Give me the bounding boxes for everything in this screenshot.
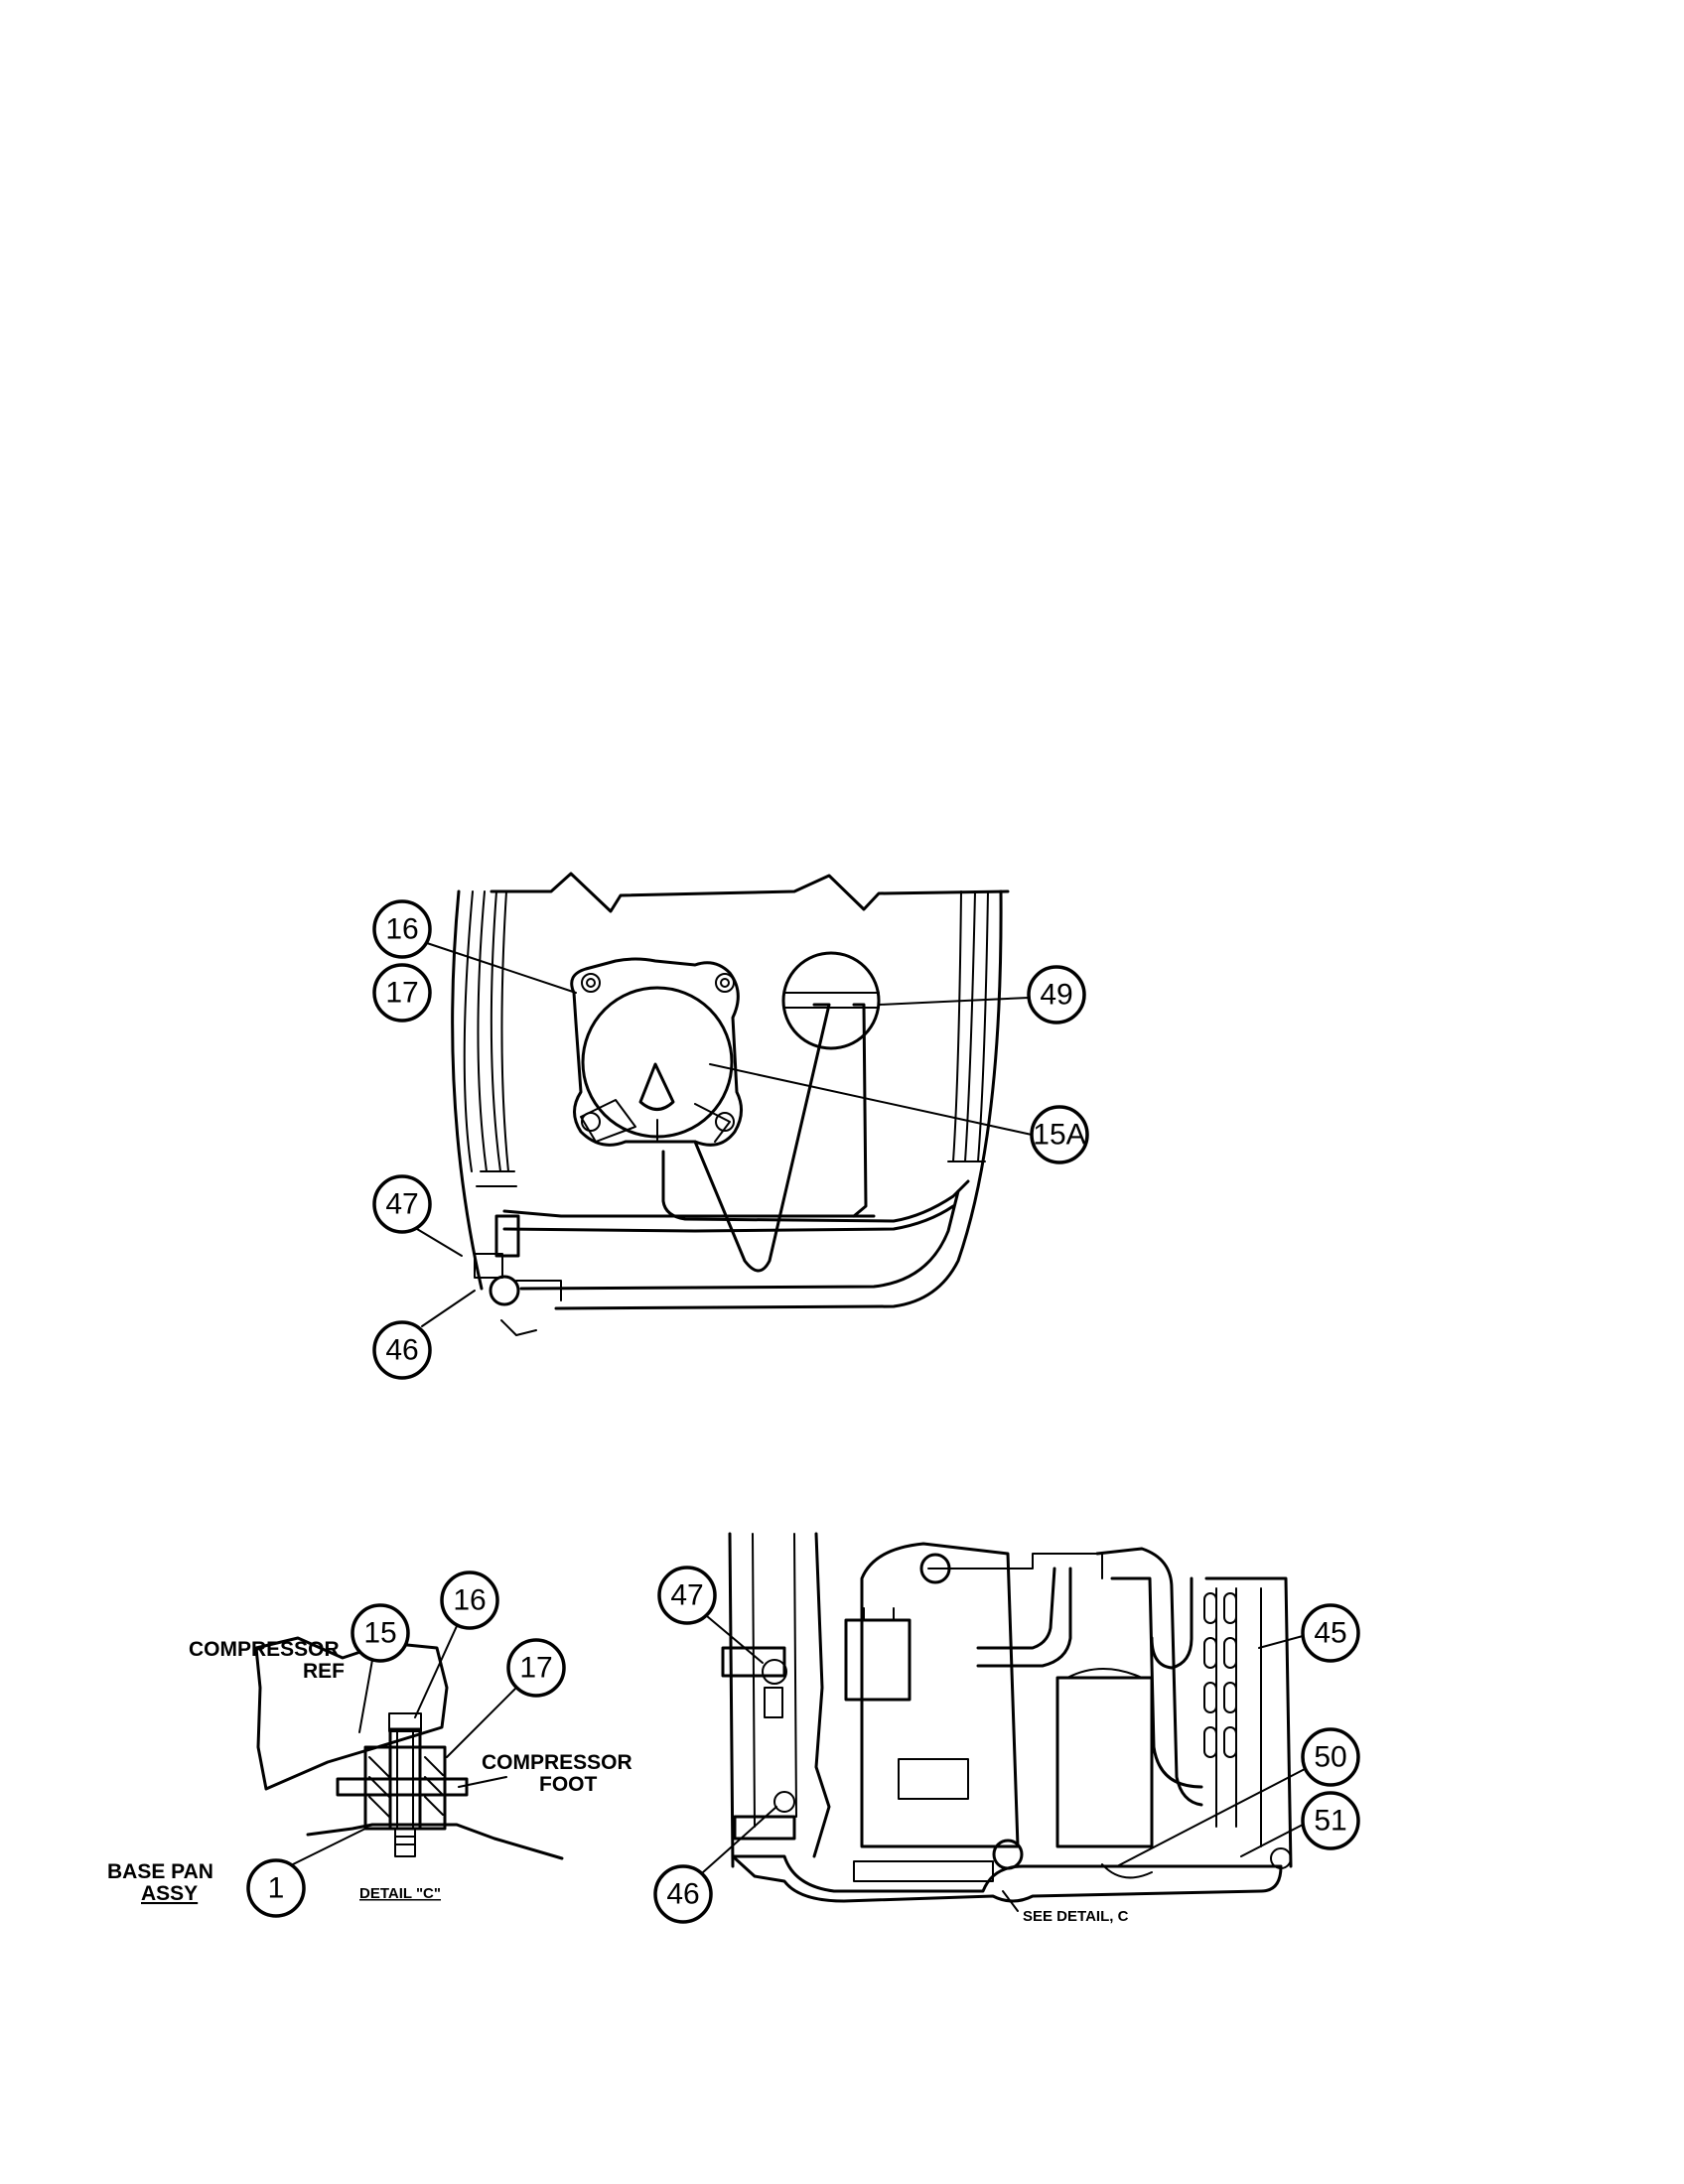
callout-1: [246, 1858, 306, 1918]
side-compressor-shell: [860, 1542, 1020, 1848]
callout-16-top: [372, 899, 432, 959]
base-pan-line: [306, 1823, 564, 1860]
callout-label: 45: [1314, 1617, 1346, 1650]
detail-callouts: 15 16 17 1 COMPRESSOR REF COMPRESSOR FOO…: [107, 1570, 632, 1918]
callout-label: 46: [666, 1878, 699, 1911]
compressor-body-fragment: [254, 1636, 449, 1791]
callout-label: 15: [363, 1617, 396, 1650]
callout-17-detail: [506, 1638, 566, 1698]
detail-c: [254, 1636, 564, 1860]
callout-46-top: [372, 1320, 432, 1380]
compressor-ref-label: COMPRESSOR: [189, 1638, 340, 1661]
callout-label: 15A: [1033, 1119, 1085, 1152]
callout-label: 1: [268, 1872, 285, 1905]
callout-label: 17: [385, 977, 418, 1010]
side-base-pan: [731, 1854, 1283, 1903]
right-wall-outer: [554, 889, 1003, 1310]
callout-label: 46: [385, 1334, 418, 1367]
compressor-foot-label-2: FOOT: [539, 1773, 597, 1796]
liquid-valve: [489, 1275, 520, 1306]
break-line: [490, 872, 1010, 913]
bolt: [388, 1727, 422, 1831]
top-view: [451, 872, 1010, 1336]
side-left-wall: [728, 1532, 735, 1868]
base-pan-label-2: ASSY: [141, 1882, 198, 1905]
suction-valve: [494, 1214, 520, 1258]
compressor-foot-label: COMPRESSOR: [482, 1751, 632, 1774]
accumulator-top: [781, 951, 881, 1050]
callout-51: [1301, 1791, 1360, 1850]
callout-label: 16: [385, 913, 418, 946]
compressor-dome: [581, 986, 734, 1139]
grommet: [363, 1745, 447, 1831]
callout-label: 51: [1314, 1805, 1346, 1838]
callout-16-detail: [440, 1570, 499, 1630]
callout-label: 16: [453, 1584, 486, 1617]
nameplate: [898, 1758, 969, 1800]
callout-47-side: [657, 1566, 717, 1625]
side-accumulator: [1055, 1676, 1154, 1848]
callout-label: 50: [1314, 1741, 1346, 1774]
callout-46-side: [653, 1864, 713, 1924]
callout-50: [1301, 1727, 1360, 1787]
callout-17-top: [372, 963, 432, 1023]
side-suction-valve: [721, 1646, 786, 1678]
detail-c-caption: DETAIL "C": [359, 1885, 441, 1902]
callout-47-top: [372, 1174, 432, 1234]
callout-49: [1027, 965, 1086, 1024]
base-pan-label: BASE PAN: [107, 1860, 213, 1883]
side-view-callouts: 47 46 45 50 51 SEE DETAIL, C: [653, 1566, 1360, 1925]
callout-label: 47: [385, 1188, 418, 1221]
callout-45: [1301, 1603, 1360, 1663]
see-detail-c-note: SEE DETAIL, C: [1023, 1908, 1129, 1925]
top-view-callouts: 16 17 49 15A 47 46: [372, 899, 1089, 1380]
compressor-ref-label-2: REF: [303, 1660, 345, 1683]
callout-label: 47: [670, 1579, 703, 1612]
terminal-box: [844, 1618, 912, 1702]
side-view: [721, 1532, 1293, 1903]
callout-label: 49: [1040, 979, 1072, 1012]
left-wall-outer: [451, 889, 484, 1291]
side-coil: [1204, 1576, 1293, 1868]
callout-label: 17: [519, 1652, 552, 1685]
mounting-plate: [570, 957, 743, 1147]
callout-15: [351, 1603, 410, 1663]
